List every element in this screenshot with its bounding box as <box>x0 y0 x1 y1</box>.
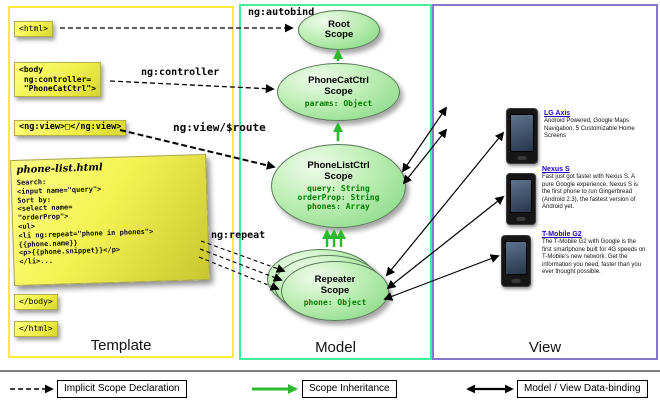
phone-screen <box>505 241 527 275</box>
html-open-tag-box: <html> <box>14 21 53 37</box>
phone-screen <box>510 114 534 152</box>
phone-list-template-note: phone-list.html Search: <input name="que… <box>10 153 210 287</box>
phone-image-nexus-s <box>506 173 536 225</box>
phone-button <box>517 156 527 160</box>
phonecatctrl-scope-props: params: Object <box>304 99 373 108</box>
phonelistctrl-scope-props: query: String orderProp: String phones: … <box>297 184 380 211</box>
phone-button <box>516 217 526 221</box>
legend-implicit-scope-declaration: Implicit Scope Declaration <box>57 380 187 398</box>
phone-list-code: Search: <input name="query"> Sort by: <s… <box>16 177 154 267</box>
phone-entry-lg-axis: LG Axis Android Powered, Google Maps Nav… <box>544 110 648 141</box>
view-panel-label: View <box>528 339 562 356</box>
phone-button <box>511 279 521 283</box>
template-panel-label: Template <box>90 337 152 354</box>
phone-image-tmobile-g2 <box>501 235 531 287</box>
phone-screen <box>510 179 532 213</box>
phone-link-nexus-s[interactable]: Nexus S <box>542 166 570 173</box>
phone-image-lg-axis <box>506 108 538 164</box>
repeater-scope-name: Repeater Scope <box>314 274 356 296</box>
phone-link-lg-axis[interactable]: LG Axis <box>544 110 571 117</box>
legend-scope-inheritance: Scope Inheritance <box>302 380 397 398</box>
phone-snippet-nexus-s: Fast just got faster with Nexus S. A pur… <box>542 174 639 211</box>
phone-entry-nexus-s: Nexus S Fast just got faster with Nexus … <box>542 166 646 212</box>
phonecatctrl-scope-name: PhoneCatCtrl Scope <box>308 75 369 97</box>
body-close-tag-box: </body> <box>14 294 58 310</box>
phone-entry-tmobile-g2: T-Mobile G2 The T-Mobile G2 with Google … <box>542 231 646 277</box>
phone-link-tmobile-g2[interactable]: T-Mobile G2 <box>542 231 582 238</box>
html-close-tag-box: </html> <box>14 321 58 337</box>
ng-view-box: <ng:view>□</ng:view> <box>14 120 127 136</box>
body-controller-box: <body ng:controller= "PhoneCatCtrl"> <box>14 62 102 97</box>
ng-view-route-label: ng:view/$route <box>173 121 266 134</box>
phonelistctrl-scope-ellipse: PhoneListCtrl Scope query: String orderP… <box>271 144 406 228</box>
root-scope-ellipse: Root Scope <box>298 10 380 50</box>
phonelistctrl-scope-name: PhoneListCtrl Scope <box>307 160 370 182</box>
root-scope-name: Root Scope <box>324 18 354 40</box>
ng-controller-label: ng:controller <box>141 67 220 78</box>
model-panel-label: Model <box>315 339 356 356</box>
repeater-scope-ellipse: Repeater Scope phone: Object <box>281 261 389 321</box>
phone-snippet-tmobile-g2: The T-Mobile G2 with Google is the first… <box>542 239 646 276</box>
phone-snippet-lg-axis: Android Powered, Google Maps Navigation,… <box>544 118 635 140</box>
repeater-scope-props: phone: Object <box>303 298 367 307</box>
phonecatctrl-scope-ellipse: PhoneCatCtrl Scope params: Object <box>277 63 400 121</box>
legend-model-view-databinding: Model / View Data-binding <box>517 380 648 398</box>
ng-repeat-label: ng:repeat <box>211 230 266 241</box>
ng-autobind-label: ng:autobind <box>248 7 315 18</box>
